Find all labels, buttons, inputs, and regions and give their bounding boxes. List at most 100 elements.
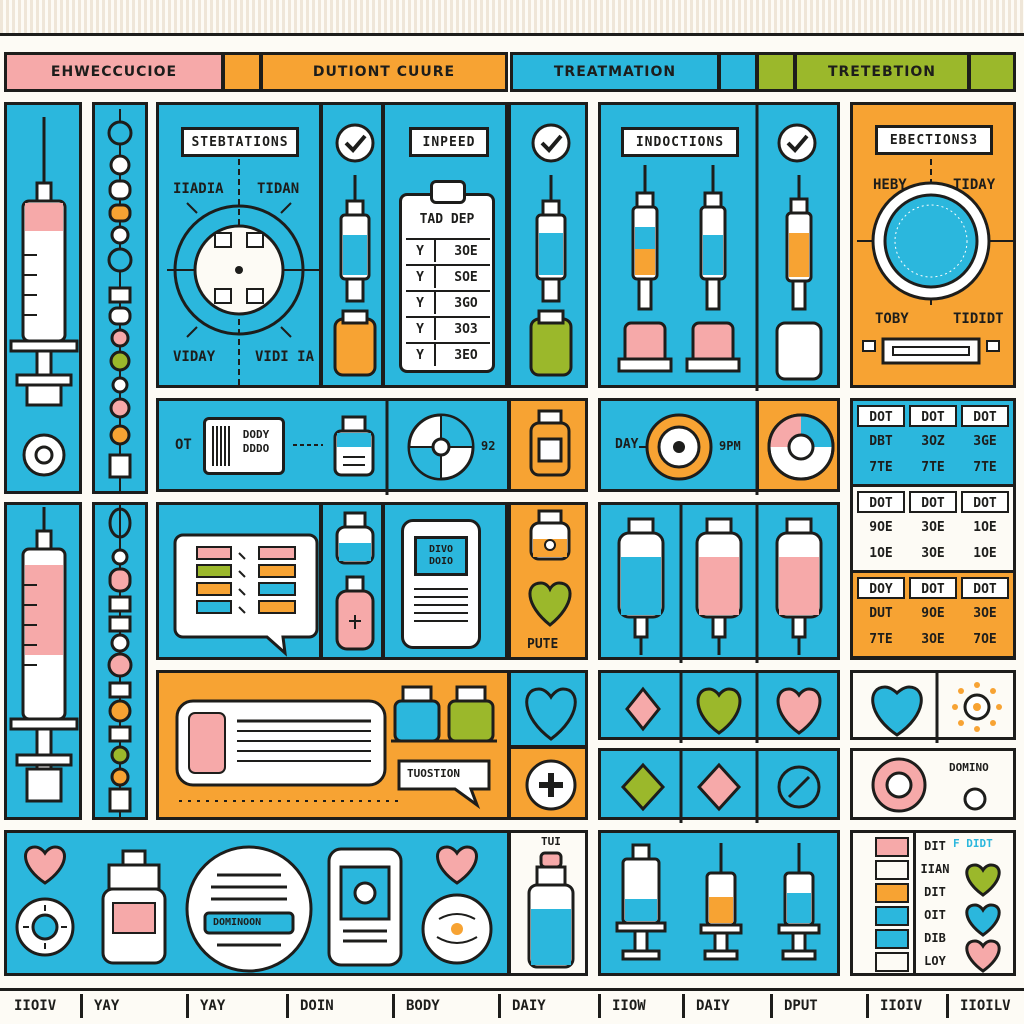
- header-tab-label: TRETEBTION: [827, 64, 937, 80]
- dosage-beads-bottom: [92, 502, 148, 820]
- schedule-cell: 3OE: [921, 546, 945, 561]
- footer-separator: [286, 994, 289, 1018]
- bead-string-icon: [107, 109, 133, 491]
- ticket-left-tag: OT: [175, 437, 192, 453]
- jar-icon: [529, 409, 571, 477]
- footer-label: YAY: [94, 998, 120, 1014]
- footer-separator: [770, 994, 773, 1018]
- ticket-panel: OT DODY DDDO 92: [156, 398, 510, 495]
- jar-panel: [508, 398, 588, 492]
- large-vials-icon: [617, 505, 823, 663]
- legend-swatch: [875, 837, 909, 857]
- heart-panel: [508, 670, 588, 748]
- header-tab-label: EHWECCUCIOE: [50, 64, 178, 80]
- plus-panel[interactable]: [508, 746, 588, 820]
- clipboard-row-divider: [434, 240, 436, 262]
- legend-header: F DIDT: [953, 837, 993, 850]
- footer-separator: [498, 994, 501, 1018]
- legend-label: LOY: [924, 954, 946, 968]
- clipboard-row: Y 3OE: [406, 238, 490, 262]
- top-border: [0, 0, 1024, 36]
- ticket-right-tag: 92: [481, 439, 496, 453]
- plus-icon: [525, 759, 577, 811]
- schedule-cell: 9OE: [921, 606, 945, 621]
- vial-panel-1: [320, 102, 384, 388]
- schedule-cell: 3OZ: [921, 434, 945, 449]
- footer-label: DAIY: [512, 998, 546, 1014]
- header-tab-4[interactable]: TRETEBTION: [794, 52, 970, 92]
- legend-swatch: [875, 906, 909, 926]
- stretching-bottom-left: VIDAY: [173, 349, 216, 365]
- header-divider: [718, 52, 758, 92]
- domino-label: DOMINO: [949, 761, 989, 774]
- bottom-panel: DOMINOON: [4, 830, 510, 976]
- legend-swatch: [875, 860, 909, 880]
- vial-check-icon: [333, 123, 377, 377]
- syringe-trio-icon: [615, 843, 821, 961]
- clipboard-title: TAD DEP: [419, 212, 475, 227]
- header-tab-label: DUTIONT CUURE: [312, 64, 456, 80]
- domino-panel: DOMINO: [850, 748, 1016, 820]
- schedule-cell: 3OE: [921, 520, 945, 535]
- legend-hearts-icon: [965, 863, 1001, 973]
- vial-panel-2: [508, 102, 588, 388]
- ejections-panel: EBECTIONS3 HEBY TIDAY TOBY TIDIDT: [850, 102, 1016, 388]
- schedule-header-cell: DOT: [961, 491, 1009, 513]
- header-tab-2[interactable]: DUTIONT CUURE: [260, 52, 508, 92]
- legend-swatch: [875, 929, 909, 949]
- header-divider: [222, 52, 262, 92]
- footer-label: YAY: [200, 998, 226, 1014]
- footer-rule: [0, 988, 1024, 991]
- chat-panel: [156, 502, 322, 660]
- footer-separator: [866, 994, 869, 1018]
- header-tab-1[interactable]: EHWECCUCIOE: [4, 52, 224, 92]
- clipboard-row-check: Y: [416, 244, 424, 259]
- ticket-barcode-icon: [212, 426, 230, 466]
- legend-label: IIAN: [920, 862, 950, 876]
- bottom-banner-label: DOMINOON: [213, 917, 262, 928]
- vials-panel: [598, 502, 840, 663]
- footer-separator: [682, 994, 685, 1018]
- clock-time-tag: 9PM: [719, 439, 741, 453]
- schedule-cell: 3OE: [921, 632, 945, 647]
- footer-separator: [946, 994, 949, 1018]
- schedule-cell: 7TE: [973, 460, 997, 475]
- clock-icons: [639, 401, 759, 495]
- clipboard-row-check: Y: [416, 348, 424, 363]
- clipboard-row-value: 3OE: [454, 244, 478, 259]
- header-tab-label: TREATMATION: [553, 64, 677, 80]
- header-tab-3[interactable]: TREATMATION: [510, 52, 720, 92]
- syringe-icon: [9, 507, 79, 803]
- tablet-device[interactable]: DIVO DOIO: [401, 519, 481, 649]
- legend-swatch: [875, 883, 909, 903]
- stretching-label: STEBTATIONS: [181, 127, 299, 157]
- clock-day-tag: DAY: [615, 437, 639, 452]
- ticket-card[interactable]: DODY DDDO: [203, 417, 285, 475]
- target-dial-icon: [167, 159, 319, 385]
- footer-label: IIOW: [612, 998, 646, 1014]
- clipboard-row-divider: [434, 344, 436, 366]
- gauge-dial-icon: [857, 159, 1013, 365]
- ejections-label: EBECTIONS3: [875, 125, 993, 155]
- stretching-top-right: TIDAN: [257, 181, 300, 197]
- clipboard-row-value: 3O3: [454, 322, 478, 337]
- bottle-icon: [335, 511, 375, 651]
- clipboard-row-value: 3GO: [454, 296, 478, 311]
- syringe-icon: [9, 117, 79, 477]
- stretching-panel: STEBTATIONS IIADIA TIDAN VIDAY VIDI IA: [156, 102, 322, 388]
- schedule-header-cell: DOT: [909, 491, 957, 513]
- schedule-header-cell: DOT: [857, 405, 905, 427]
- schedule-cell: 1OE: [869, 546, 893, 561]
- footer-separator: [80, 994, 83, 1018]
- hearts-row-icon: [625, 673, 822, 743]
- heart-sun-icon: [871, 673, 1002, 743]
- schedule-cell: 1OE: [973, 546, 997, 561]
- chat-bubble-icon: [173, 533, 319, 657]
